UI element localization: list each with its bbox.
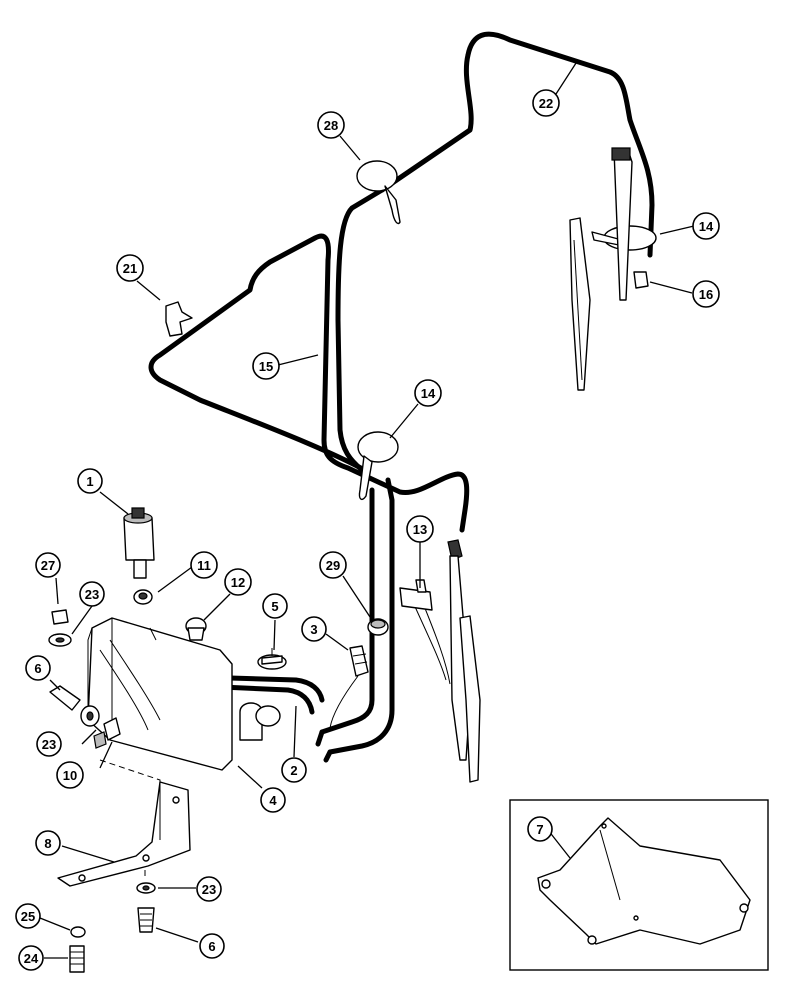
svg-text:23: 23 (42, 737, 56, 752)
svg-text:16: 16 (699, 287, 713, 302)
svg-text:23: 23 (85, 587, 99, 602)
svg-text:8: 8 (44, 836, 51, 851)
grommet-29 (367, 618, 389, 636)
svg-text:22: 22 (539, 96, 553, 111)
callout-28: 28 (317, 111, 345, 139)
callout-10: 10 (56, 761, 84, 789)
svg-text:10: 10 (63, 768, 77, 783)
svg-text:27: 27 (41, 558, 55, 573)
washer-23-upper (48, 633, 72, 647)
grommet-11 (133, 589, 153, 605)
hose-clip-28 (356, 160, 401, 225)
leader-lines (39, 59, 695, 959)
hose-clip-14-upper (591, 225, 657, 251)
callout-27: 27 (35, 552, 61, 578)
svg-text:1: 1 (86, 474, 93, 489)
callout-11: 11 (190, 551, 218, 579)
pump-1 (123, 507, 155, 579)
svg-text:23: 23 (202, 882, 216, 897)
svg-text:28: 28 (324, 118, 338, 133)
nut-27 (51, 609, 69, 625)
svg-text:14: 14 (699, 219, 714, 234)
clip-21 (165, 301, 193, 337)
svg-text:15: 15 (259, 359, 273, 374)
svg-text:21: 21 (123, 261, 137, 276)
callout-24: 24 (18, 945, 44, 971)
svg-text:11: 11 (197, 558, 211, 573)
callout-12: 12 (224, 568, 252, 596)
plug-12 (185, 617, 207, 641)
callout-22: 22 (532, 89, 560, 117)
bolt-6-lower (137, 907, 155, 933)
svg-text:13: 13 (413, 522, 427, 537)
svg-text:3: 3 (310, 622, 317, 637)
svg-text:7: 7 (536, 822, 543, 837)
svg-text:12: 12 (231, 575, 245, 590)
callout-4: 4 (260, 787, 286, 813)
callout-16: 16 (692, 280, 720, 308)
callout-21: 21 (116, 254, 144, 282)
svg-text:5: 5 (271, 599, 278, 614)
callout-23-lower: 23 (196, 876, 222, 902)
nozzle-16 (633, 271, 649, 289)
front-wiper-assembly (411, 539, 481, 783)
washer-25 (70, 926, 86, 938)
washer-hose (145, 31, 655, 763)
svg-text:25: 25 (21, 909, 35, 924)
callout-6-upper: 6 (25, 655, 51, 681)
hose-clip-14-lower (357, 431, 399, 501)
bolt-24 (69, 945, 85, 973)
rear-wiper-assembly (569, 147, 633, 391)
callout-15: 15 (252, 352, 280, 380)
callouts: 1 2 3 4 5 6 6 7 8 10 11 12 13 14 14 15 1… (15, 89, 720, 971)
inset-box (509, 799, 769, 971)
callout-23-upper: 23 (79, 581, 105, 607)
assembly-line (99, 759, 161, 830)
callout-29: 29 (319, 551, 347, 579)
callout-13: 13 (406, 515, 434, 543)
svg-text:24: 24 (24, 951, 39, 966)
callout-14-lower: 14 (414, 379, 442, 407)
bracket-10 (93, 717, 121, 749)
bracket-13 (399, 579, 433, 611)
callout-5: 5 (262, 593, 288, 619)
callout-6-lower: 6 (199, 933, 225, 959)
check-valve-3 (329, 645, 369, 729)
callout-3: 3 (301, 616, 327, 642)
bolt-6-upper (49, 685, 81, 711)
callout-7: 7 (527, 816, 553, 842)
svg-text:29: 29 (326, 558, 340, 573)
callout-1: 1 (77, 468, 103, 494)
svg-text:14: 14 (421, 386, 436, 401)
washer-23-lower (136, 882, 156, 894)
callout-14-upper: 14 (692, 212, 720, 240)
bracket-8 (57, 781, 191, 887)
svg-text:6: 6 (34, 661, 41, 676)
svg-text:2: 2 (290, 763, 297, 778)
washer-23-mid (80, 705, 100, 727)
reservoir-tank-4 (87, 617, 281, 771)
callout-25: 25 (15, 903, 41, 929)
svg-text:6: 6 (208, 939, 215, 954)
callout-23-mid: 23 (36, 731, 62, 757)
callout-2: 2 (281, 757, 307, 783)
callout-8: 8 (35, 830, 61, 856)
svg-text:4: 4 (269, 793, 277, 808)
filler-cap-5 (257, 648, 287, 670)
